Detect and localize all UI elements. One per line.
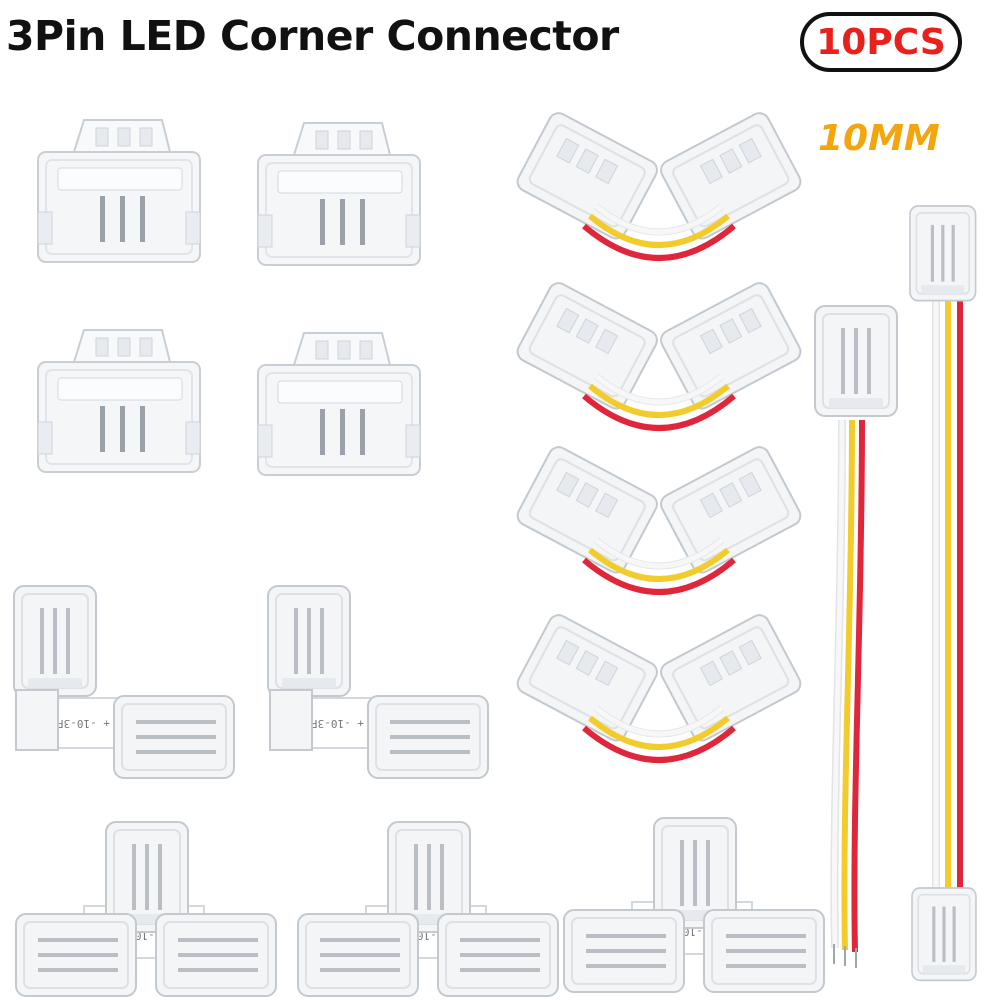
extension-cable-connector-icon (909, 205, 977, 982)
l-corner-connector-icon (268, 586, 488, 778)
v-corner-wire-connector-icon (514, 444, 804, 592)
v-corner-wire-connector-icon (514, 110, 804, 258)
v-corner-wire-connector-icon (514, 280, 804, 428)
quantity-badge: 10PCS (800, 12, 962, 72)
gapless-clip-connector-icon (37, 329, 201, 473)
gapless-clip-connector-icon (257, 122, 421, 266)
l-corner-connector-icon (14, 586, 234, 778)
pitch-label: 10MM (818, 118, 940, 159)
gapless-clip-connector-icon (37, 119, 201, 263)
t-connector-icon (16, 822, 276, 996)
t-connector-icon (298, 822, 558, 996)
gapless-clip-connector-icon (257, 332, 421, 476)
pigtail-cable-connector-icon (814, 305, 898, 968)
product-title: 3Pin LED Corner Connector (6, 12, 619, 60)
t-connector-icon (564, 818, 824, 992)
v-corner-wire-connector-icon (514, 612, 804, 760)
